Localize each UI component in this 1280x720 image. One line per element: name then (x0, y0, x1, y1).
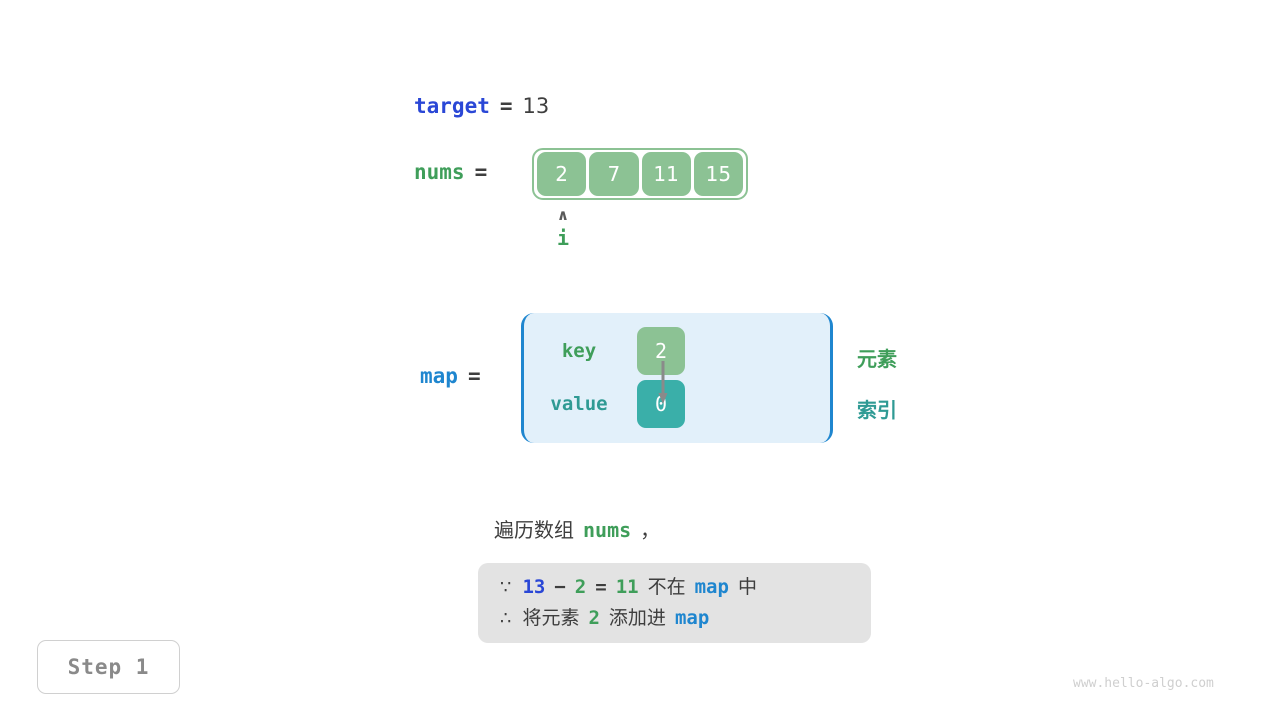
info1-map-code: map (694, 576, 729, 598)
step-badge: Step 1 (37, 640, 180, 694)
nums-equals-sign: = (474, 160, 488, 184)
info2-into-text: 添加进 (608, 607, 666, 629)
array-cell: 2 (537, 152, 587, 196)
map-key-row: key 2 (521, 325, 685, 377)
info1-complement-value: 11 (615, 576, 639, 598)
map-variable-name: map (420, 364, 458, 388)
nums-variable-name: nums (414, 160, 465, 184)
map-value-row: value 0 (521, 378, 685, 430)
caption-prefix: 遍历数组 (494, 518, 574, 542)
array-cell: 15 (693, 152, 743, 196)
info2-element-value: 2 (588, 607, 600, 629)
map-key-label: key (561, 340, 597, 362)
nums-assignment-row: nums = (414, 160, 497, 184)
map-element-note: 元素 (857, 347, 897, 371)
target-assignment-row: target = 13 (414, 94, 549, 118)
info1-current-element: 2 (574, 576, 587, 598)
target-value: 13 (522, 94, 550, 118)
explanation-line-2: ∴ 将元素 2 添加进 map (500, 603, 849, 634)
map-assignment-row: map = (420, 364, 491, 388)
index-pointer-group: ∧ i (538, 207, 588, 253)
map-rows: key 2 value 0 (521, 313, 833, 443)
watermark: www.hello-algo.com (1073, 676, 1214, 691)
target-variable-name: target (414, 94, 490, 118)
caption-suffix: ， (640, 518, 661, 542)
target-equals-sign: = (499, 94, 513, 118)
pointer-caret-icon: ∧ (556, 206, 570, 224)
info1-minus-operator: − (554, 576, 566, 598)
map-value-cell: 0 (637, 380, 685, 428)
map-key-cell: 2 (637, 327, 685, 375)
map-index-note: 索引 (857, 398, 897, 422)
info1-not-in-text: 不在 (647, 576, 686, 598)
map-equals-sign: = (467, 364, 481, 388)
info1-equals-operator: = (595, 576, 607, 598)
therefore-symbol: ∴ (500, 608, 512, 629)
info1-target-value: 13 (522, 576, 546, 598)
nums-array-container: 2 7 11 15 (532, 148, 748, 200)
array-cell: 11 (641, 152, 691, 196)
explanation-box: ∵ 13 − 2 = 11 不在 map 中 ∴ 将元素 2 添加进 map (478, 563, 871, 643)
array-cell: 7 (589, 152, 639, 196)
caption-code-nums: nums (583, 518, 632, 542)
because-symbol: ∵ (500, 577, 512, 598)
info2-map-code: map (674, 607, 710, 629)
info1-tail-text: 中 (737, 576, 757, 598)
caption-line: 遍历数组 nums ， (494, 514, 660, 543)
explanation-line-1: ∵ 13 − 2 = 11 不在 map 中 (500, 572, 849, 603)
info2-add-element-text: 将元素 (522, 607, 580, 629)
pointer-variable-label: i (556, 226, 570, 250)
map-value-label: value (550, 393, 608, 415)
